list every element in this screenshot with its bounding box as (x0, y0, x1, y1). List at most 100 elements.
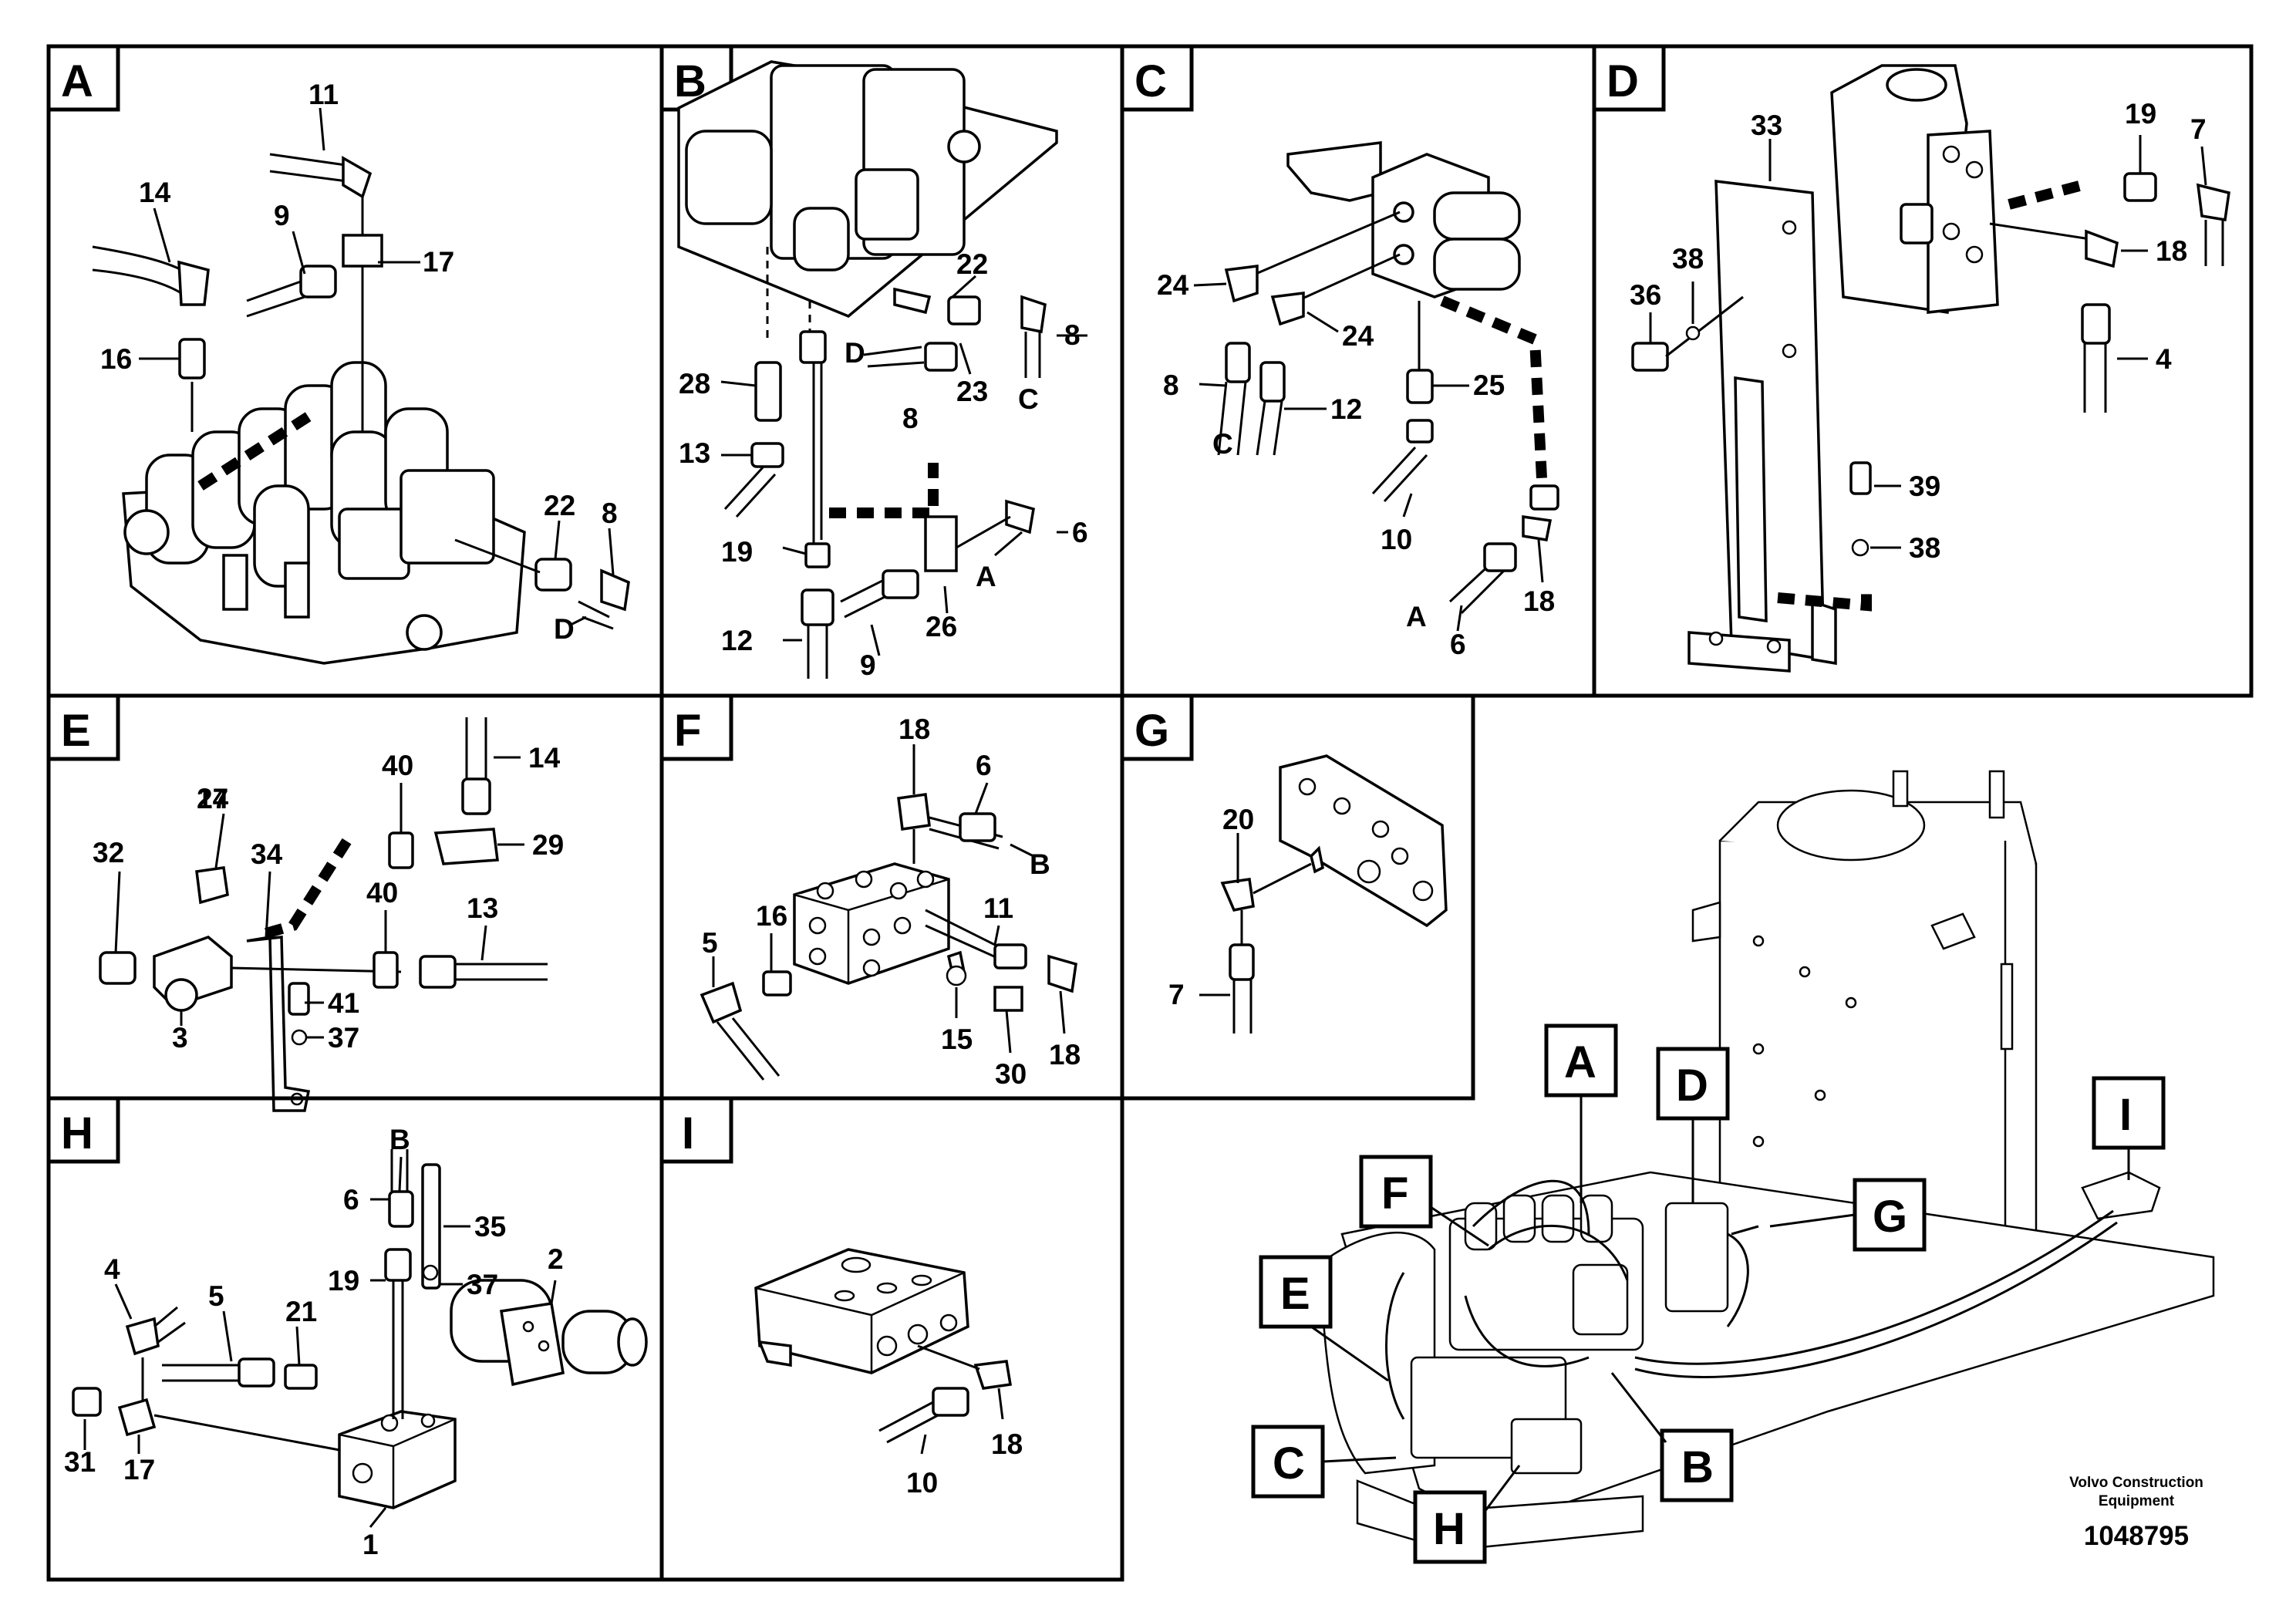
callout: A (1406, 601, 1427, 632)
callout: B (1030, 848, 1050, 880)
panel-h-letter: H (61, 1108, 93, 1158)
callout: 39 (1909, 470, 1940, 502)
callout: 2 (548, 1243, 564, 1275)
callout: 40 (382, 750, 413, 781)
panel-f: F (659, 693, 1124, 1101)
svg-text:C: C (1273, 1438, 1305, 1489)
callout: 18 (991, 1428, 1023, 1460)
callout: 7 (2190, 113, 2207, 145)
callout: 15 (941, 1023, 973, 1055)
overview-marker-f: F (1359, 1155, 1489, 1247)
callout: 14 (139, 177, 171, 208)
callout: 21 (285, 1296, 317, 1327)
callout: 41 (328, 987, 359, 1019)
callout: 7 (1168, 979, 1185, 1010)
overview-marker-e: E (1259, 1255, 1389, 1382)
callout: 4 (104, 1253, 120, 1285)
machine-overview: A D F I G E C (1251, 770, 2215, 1564)
callout: 38 (1909, 532, 1940, 564)
callout: 29 (532, 829, 564, 861)
panel-i-letter: I (682, 1108, 694, 1158)
valve-and-bracket-drawing (99, 717, 548, 1112)
callout: 18 (899, 713, 930, 745)
callout: 38 (1672, 243, 1704, 275)
panel-h: H (46, 1096, 664, 1582)
valve-bank-drawing (122, 361, 526, 665)
callout: 8 (902, 403, 919, 434)
manifold-block-drawing (793, 862, 950, 985)
callout: 19 (721, 536, 753, 568)
callout: 12 (1330, 393, 1362, 425)
callout: 13 (679, 437, 710, 469)
footer-company-line1: Volvo Construction (2069, 1475, 2203, 1491)
panel-f-letter: F (674, 706, 701, 756)
callout: 22 (544, 490, 575, 521)
callout: 40 (366, 877, 398, 909)
callout: 8 (602, 497, 618, 529)
callout: 5 (702, 927, 718, 959)
svg-text:F: F (1381, 1168, 1408, 1219)
callout: 30 (995, 1058, 1027, 1090)
callout: 10 (1381, 524, 1412, 555)
svg-text:I: I (2119, 1090, 2132, 1140)
callout: 24 (1342, 320, 1374, 352)
svg-text:A: A (1564, 1037, 1596, 1088)
callout: 23 (956, 376, 988, 407)
callout: A (976, 561, 996, 592)
callout: 11 (308, 79, 339, 110)
overview-marker-d: D (1656, 1047, 1730, 1203)
callout: 17 (123, 1454, 155, 1485)
callout: 6 (1072, 517, 1088, 548)
panel-b: B (659, 44, 1124, 698)
callout: 18 (2156, 235, 2187, 267)
callout: 24 (1157, 269, 1189, 301)
footer-company-line2: Equipment (2099, 1493, 2175, 1509)
callout: C (1212, 428, 1233, 460)
overview-marker-b: B (1610, 1372, 1734, 1502)
panel-c: C (1120, 44, 1596, 698)
valve-block-drawing (677, 60, 1058, 319)
callout: 27 (197, 783, 228, 814)
callout: 6 (343, 1184, 359, 1216)
valve-block-and-solenoid-drawing (338, 1279, 648, 1509)
callout: 18 (1523, 585, 1555, 617)
callout: C (1018, 383, 1039, 415)
panel-c-letter: C (1135, 56, 1167, 106)
callout: B (389, 1124, 410, 1155)
bracket-drawing (1687, 180, 1837, 673)
overview-marker-h: H (1413, 1465, 1521, 1564)
callout: 9 (860, 649, 876, 681)
callout: 17 (423, 246, 454, 278)
overview-marker-g: G (1769, 1178, 1927, 1252)
callout: 13 (467, 892, 498, 924)
panel-g: G 20 7 (1120, 693, 1475, 1101)
callout: 37 (467, 1269, 498, 1300)
callout: 19 (2125, 98, 2156, 130)
callout: D (554, 613, 575, 645)
overview-marker-c: C (1251, 1425, 1397, 1499)
callout: 8 (1064, 319, 1081, 351)
callout: 14 (528, 742, 561, 774)
panel-e: E (46, 693, 664, 1112)
panel-a-letter: A (61, 56, 93, 106)
panel-i: I 18 10 (659, 1096, 1124, 1582)
callout: 8 (1163, 369, 1179, 401)
callout: 33 (1751, 110, 1782, 141)
callout: 14 (197, 783, 229, 814)
panel-e-letter: E (61, 706, 91, 756)
svg-text:H: H (1433, 1504, 1465, 1554)
callout: 28 (679, 368, 710, 400)
callout: 32 (93, 837, 124, 868)
callout: 6 (1450, 629, 1466, 660)
solenoid-valve-drawing (1286, 141, 1521, 298)
block-drawing (754, 1248, 969, 1374)
callout: 3 (172, 1022, 188, 1054)
panel-d: D (1592, 44, 2254, 698)
callout: 25 (1473, 369, 1505, 401)
callout: 9 (274, 200, 290, 231)
callout: 26 (925, 611, 957, 642)
callout: 19 (328, 1265, 359, 1297)
callout: 11 (983, 892, 1013, 924)
callout: 4 (2156, 343, 2172, 375)
callout: 34 (251, 838, 283, 870)
